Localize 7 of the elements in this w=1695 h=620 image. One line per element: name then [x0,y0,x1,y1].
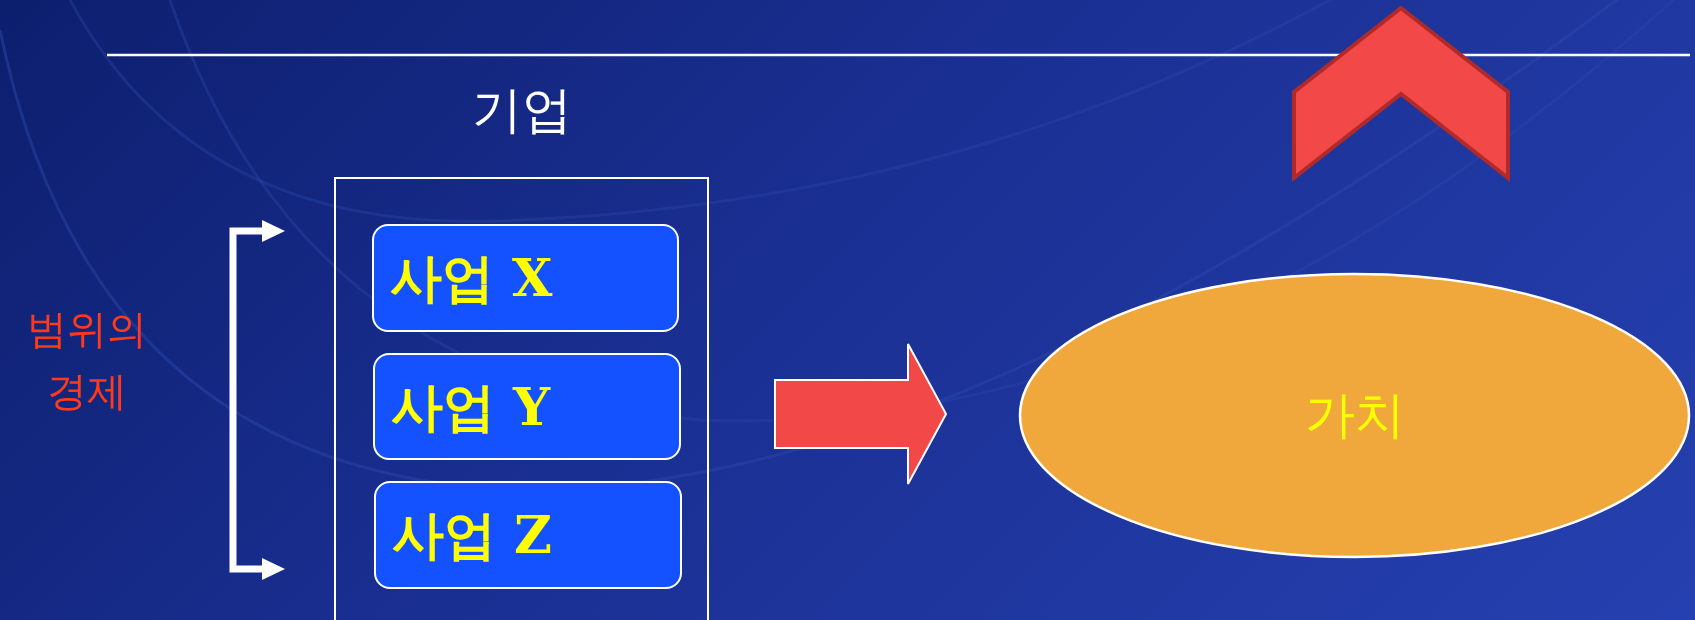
side-label: 범위의 경제 [26,305,148,416]
business-box: 사업 Z [374,481,682,589]
group-title: 기업 [470,80,573,141]
ellipse-label: 가치 [1304,385,1405,446]
block-arrow [774,343,948,485]
business-box: 사업 X [372,224,679,332]
business-box: 사업 Y [373,353,681,460]
